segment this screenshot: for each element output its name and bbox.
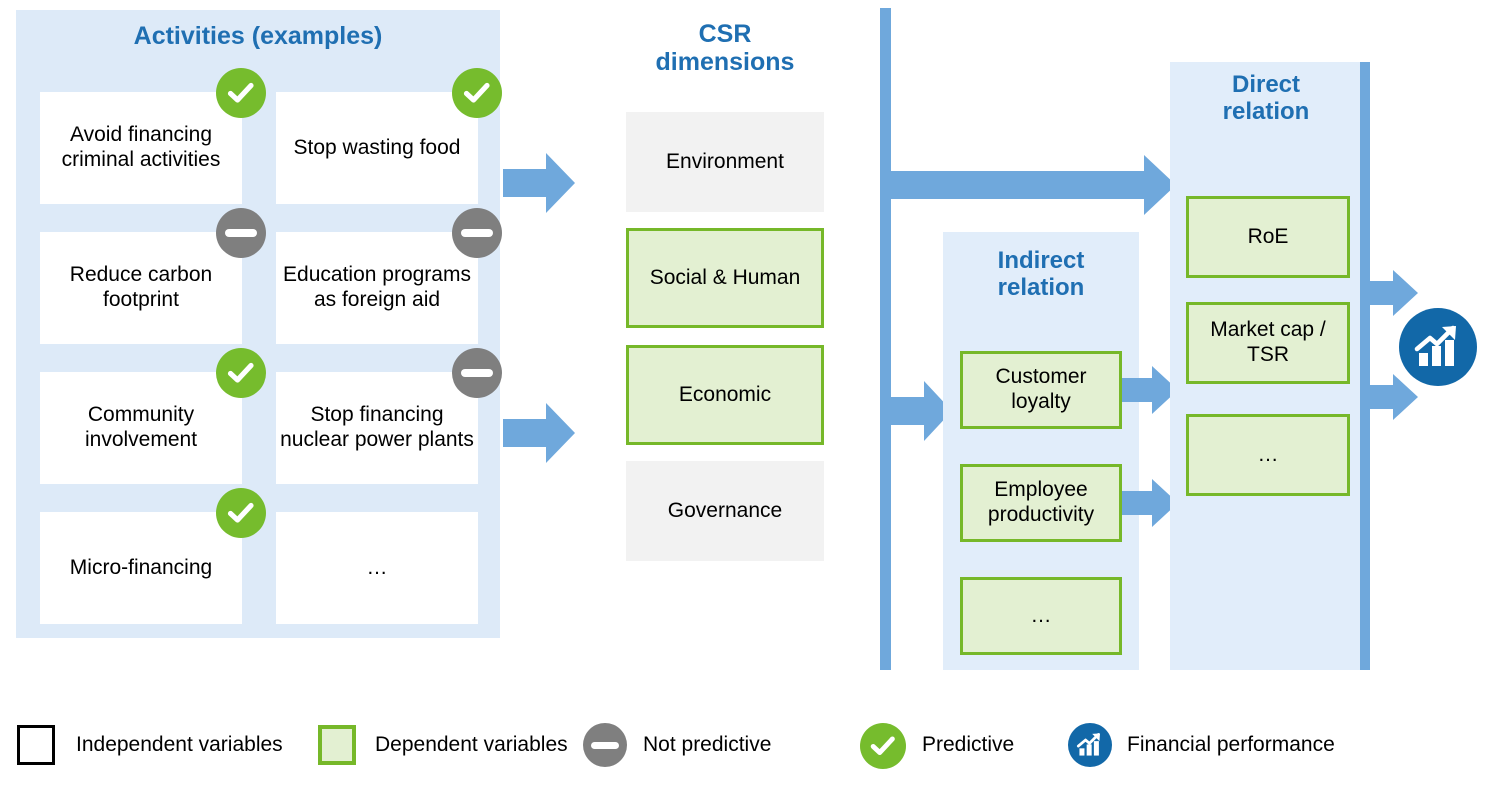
activities-panel-title: Activities (examples) <box>133 22 383 50</box>
check-circle-icon <box>216 488 266 538</box>
white-square-icon <box>17 725 55 765</box>
activity-box[interactable]: … <box>276 512 478 624</box>
legend: Independent variables Dependent variable… <box>0 715 1500 775</box>
arrow-direct-to-performance-1 <box>1366 268 1418 318</box>
activity-label: Community involvement <box>84 403 198 451</box>
csr-dimension-box-economic[interactable]: Economic <box>626 345 824 445</box>
activity-box[interactable]: Stop wasting food <box>276 92 478 204</box>
activity-label: Stop financing nuclear power plants <box>280 403 474 451</box>
minus-circle-icon <box>216 208 266 258</box>
activity-label: Avoid financing criminal activities <box>61 123 221 171</box>
indirect-title-line-1: Indirect <box>997 247 1085 274</box>
chart-circle-icon <box>1068 723 1112 767</box>
csr-dimensions-title: CSR dimensions <box>610 20 840 76</box>
direct-title-line-1: Direct <box>1231 71 1301 98</box>
green-square-icon <box>318 725 356 765</box>
activity-label: Stop wasting food <box>293 135 461 159</box>
legend-label-independent-variables: Independent variables <box>76 733 283 756</box>
activity-box[interactable]: Stop financing nuclear power plants <box>276 372 478 484</box>
direct-variable-label: Market cap / TSR <box>1210 318 1326 366</box>
csr-dimension-label: Social & Human <box>649 265 801 289</box>
direct-relation-right-bar <box>1360 62 1370 670</box>
check-circle-icon <box>216 348 266 398</box>
legend-label-not-predictive: Not predictive <box>643 733 772 756</box>
arrow-indirect-to-direct-2 <box>1122 477 1178 529</box>
activity-label: Micro-financing <box>69 555 213 579</box>
legend-label-predictive: Predictive <box>922 733 1015 756</box>
legend-label-financial-performance: Financial performance <box>1127 733 1335 756</box>
arrow-activities-to-csr-bottom <box>503 400 575 466</box>
csr-dimension-box-governance[interactable]: Governance <box>626 461 824 561</box>
financial-performance-icon <box>1399 308 1477 386</box>
indirect-variable-label: … <box>1030 603 1052 627</box>
indirect-relation-title: Indirect relation <box>943 247 1139 302</box>
activity-box[interactable]: Avoid financing criminal activities <box>40 92 242 204</box>
csr-dimension-label: Economic <box>678 382 772 406</box>
arrow-indirect-to-direct-1 <box>1122 364 1178 416</box>
csr-dimension-box-environment[interactable]: Environment <box>626 112 824 212</box>
activity-box[interactable]: Community involvement <box>40 372 242 484</box>
csr-title-line-1: CSR <box>698 20 752 48</box>
activity-label: Reduce carbon footprint <box>69 263 213 311</box>
direct-variable-label: … <box>1257 442 1279 466</box>
indirect-variable-box[interactable]: Customer loyalty <box>960 351 1122 429</box>
activity-label: Education programs as foreign aid <box>283 263 471 311</box>
check-circle-icon <box>860 723 906 769</box>
minus-circle-icon <box>452 208 502 258</box>
minus-circle-icon <box>583 723 627 767</box>
connector-vertical-bar <box>880 8 891 670</box>
csr-dimension-label: Environment <box>666 149 784 173</box>
direct-variable-box[interactable]: … <box>1186 414 1350 496</box>
indirect-variable-label: Customer loyalty <box>995 365 1087 413</box>
arrow-to-direct-relation <box>886 152 1176 218</box>
direct-variable-box[interactable]: RoE <box>1186 196 1350 278</box>
direct-variable-box[interactable]: Market cap / TSR <box>1186 302 1350 384</box>
direct-variable-label: RoE <box>1247 224 1289 248</box>
check-circle-icon <box>452 68 502 118</box>
arrow-activities-to-csr-top <box>503 150 575 216</box>
direct-title-line-2: relation <box>1222 97 1310 125</box>
indirect-title-line-2: relation <box>997 273 1085 301</box>
arrow-direct-to-performance-2 <box>1366 372 1418 422</box>
activity-box[interactable]: Micro-financing <box>40 512 242 624</box>
indirect-variable-box[interactable]: Employee productivity <box>960 464 1122 542</box>
csr-title-line-2: dimensions <box>655 48 795 76</box>
check-circle-icon <box>216 68 266 118</box>
minus-circle-icon <box>452 348 502 398</box>
arrow-to-indirect-relation <box>886 378 952 444</box>
activity-box[interactable]: Education programs as foreign aid <box>276 232 478 344</box>
direct-relation-title: Direct relation <box>1170 71 1362 126</box>
indirect-variable-label: Employee productivity <box>987 478 1095 526</box>
activity-label: … <box>366 555 388 579</box>
indirect-variable-box[interactable]: … <box>960 577 1122 655</box>
legend-label-dependent-variables: Dependent variables <box>375 733 568 756</box>
activity-box[interactable]: Reduce carbon footprint <box>40 232 242 344</box>
csr-dimension-box-social-human[interactable]: Social & Human <box>626 228 824 328</box>
csr-dimension-label: Governance <box>667 498 783 522</box>
